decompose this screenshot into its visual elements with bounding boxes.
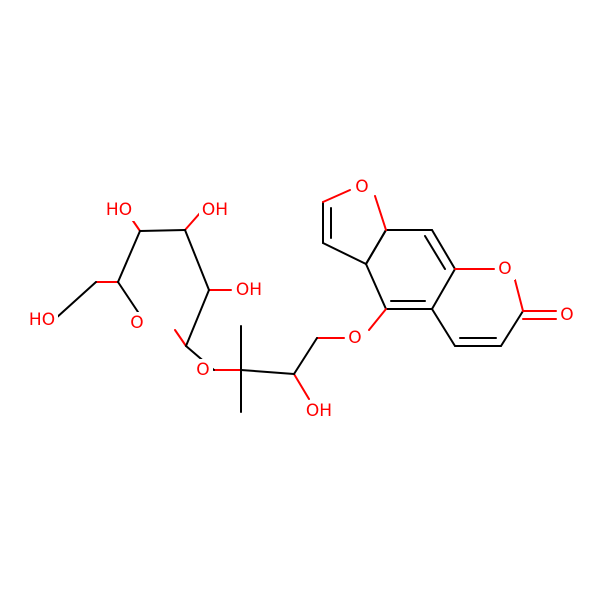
ether-oxygen-label: O <box>348 328 361 348</box>
glycosidic-oxygen-label: O <box>196 360 209 380</box>
heteroatom-bonds <box>95 189 557 400</box>
furocoumarin-bonds <box>322 201 524 347</box>
furan-oxygen-label: O <box>355 177 368 197</box>
secondary-hydroxyl-label: OH <box>306 401 332 421</box>
c6-hydroxyl-label: HO <box>29 310 55 330</box>
c4-hydroxyl-label: HO <box>106 200 132 220</box>
lactone-oxygen-label: O <box>498 259 511 279</box>
ring-oxygen-label: O <box>130 313 143 333</box>
atom-labels: O O O O O O OH OH OH HO HO <box>26 176 577 422</box>
c3-hydroxyl-label: OH <box>202 200 228 220</box>
c2-hydroxyl-label: OH <box>236 280 262 300</box>
carbonyl-oxygen-label: O <box>560 305 573 325</box>
